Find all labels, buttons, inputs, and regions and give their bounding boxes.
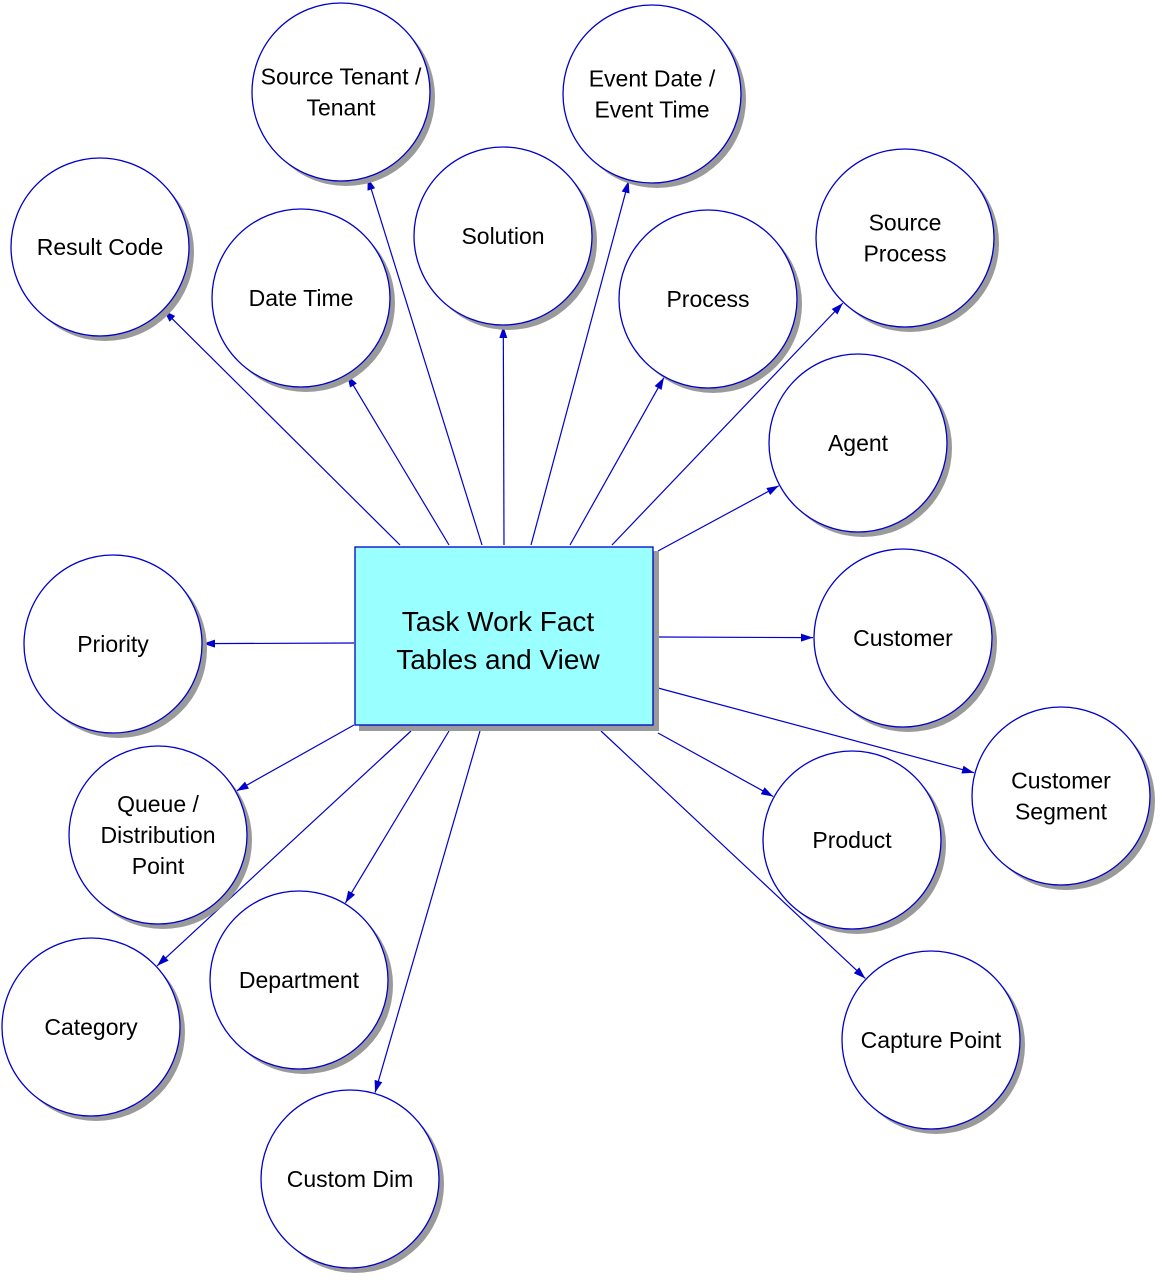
- node-category: Category: [1, 937, 185, 1121]
- edge-to-priority: [202, 642, 355, 645]
- node-agent: Agent: [768, 353, 952, 537]
- node-circle-customer: [813, 548, 993, 728]
- edge-to-queue: [236, 724, 355, 792]
- node-custom-dim: Custom Dim: [260, 1089, 444, 1273]
- node-result-code: Result Code: [10, 157, 194, 341]
- node-date-time: Date Time: [211, 208, 395, 392]
- node-label-source-process-2: Process: [863, 241, 946, 267]
- arrowhead-customer: [800, 633, 814, 642]
- edges-layer: [156, 177, 975, 1093]
- node-circle-department: [209, 890, 389, 1070]
- node-label-customer-segment-2: Segment: [1015, 799, 1108, 825]
- node-label-queue-2: Distribution: [100, 822, 215, 848]
- node-circle-source-tenant: [251, 2, 431, 182]
- node-solution: Solution: [413, 146, 597, 330]
- node-label-result-code-1: Result Code: [37, 234, 164, 260]
- arrowhead-process: [654, 377, 664, 390]
- node-label-customer-segment-1: Customer: [1011, 768, 1111, 794]
- arrowhead-priority: [202, 639, 216, 648]
- node-label-custom-dim-1: Custom Dim: [287, 1166, 414, 1192]
- node-priority: Priority: [23, 554, 207, 738]
- edge-to-event-date: [530, 180, 630, 546]
- node-capture-point: Capture Point: [841, 950, 1025, 1134]
- arrowhead-category: [157, 954, 169, 966]
- node-label-event-date-1: Event Date /: [589, 66, 716, 92]
- edge-to-customer: [657, 636, 814, 639]
- node-circle-result-code: [10, 157, 190, 337]
- node-label-process-1: Process: [666, 286, 749, 312]
- node-label-source-tenant-2: Tenant: [306, 95, 376, 121]
- node-circle-source-process: [815, 148, 995, 328]
- node-event-date: Event Date / Event Time: [562, 4, 746, 188]
- node-circle-date-time: [211, 208, 391, 388]
- arrowhead-event-date: [621, 180, 630, 194]
- arrowhead-custom-dim: [374, 1079, 383, 1093]
- node-label-source-tenant-1: Source Tenant /: [261, 64, 422, 90]
- edge-to-source-tenant: [367, 177, 483, 546]
- edge-to-date-time: [346, 374, 450, 546]
- edge-to-product: [657, 732, 774, 798]
- node-circle-agent: [768, 353, 948, 533]
- node-label-date-time-1: Date Time: [249, 285, 354, 311]
- node-label-queue-3: Point: [132, 853, 185, 879]
- node-label-customer-1: Customer: [853, 625, 953, 651]
- arrowhead-source-process: [831, 303, 843, 315]
- node-circle-event-date: [562, 4, 742, 184]
- node-product: Product: [762, 750, 946, 934]
- node-customer: Customer: [813, 548, 997, 732]
- fact-table-label-line-1: Task Work Fact: [402, 606, 595, 637]
- node-label-product-1: Product: [812, 827, 892, 853]
- node-circle-process: [618, 209, 798, 389]
- arrowhead-queue: [236, 781, 249, 791]
- edge-to-capture-point: [600, 730, 866, 979]
- node-label-capture-point-1: Capture Point: [861, 1027, 1002, 1053]
- node-circle-product: [762, 750, 942, 930]
- node-label-queue-1: Queue /: [117, 791, 199, 817]
- arrowhead-department: [345, 890, 356, 903]
- node-label-source-process-1: Source: [869, 210, 942, 236]
- edge-to-category: [156, 730, 412, 967]
- arrowhead-capture-point: [853, 967, 866, 979]
- node-circle-solution: [413, 146, 593, 326]
- node-department: Department: [209, 890, 393, 1074]
- node-label-priority-1: Priority: [77, 631, 149, 657]
- node-circle-category: [1, 937, 181, 1117]
- edge-to-result-code: [163, 310, 401, 546]
- edge-to-department: [344, 730, 450, 904]
- node-process: Process: [618, 209, 802, 393]
- fact-table-rect: [354, 546, 654, 726]
- edge-to-customer-segment: [657, 687, 975, 774]
- node-circle-capture-point: [841, 950, 1021, 1130]
- edge-to-solution: [502, 325, 505, 546]
- node-circle-customer-segment: [971, 706, 1151, 886]
- node-label-category-1: Category: [44, 1014, 138, 1040]
- fact-table-box: Task Work Fact Tables and View: [354, 546, 659, 731]
- node-circle-queue: [68, 745, 248, 925]
- arrowhead-product: [760, 787, 774, 797]
- node-circle-priority: [23, 554, 203, 734]
- node-label-event-date-2: Event Time: [594, 97, 709, 123]
- arrowhead-customer-segment: [961, 765, 975, 774]
- node-label-agent-1: Agent: [828, 430, 889, 456]
- arrowhead-agent: [766, 485, 779, 495]
- node-source-tenant: Source Tenant / Tenant: [251, 2, 435, 186]
- edge-to-custom-dim: [374, 730, 481, 1093]
- fact-table-label-line-2: Tables and View: [396, 644, 600, 675]
- node-circle-custom-dim: [260, 1089, 440, 1269]
- node-label-department-1: Department: [239, 967, 360, 993]
- edge-to-source-process: [611, 302, 844, 546]
- node-label-solution-1: Solution: [461, 223, 544, 249]
- edge-to-process: [569, 377, 665, 546]
- edge-to-agent: [657, 485, 780, 552]
- arrowhead-solution: [499, 325, 508, 339]
